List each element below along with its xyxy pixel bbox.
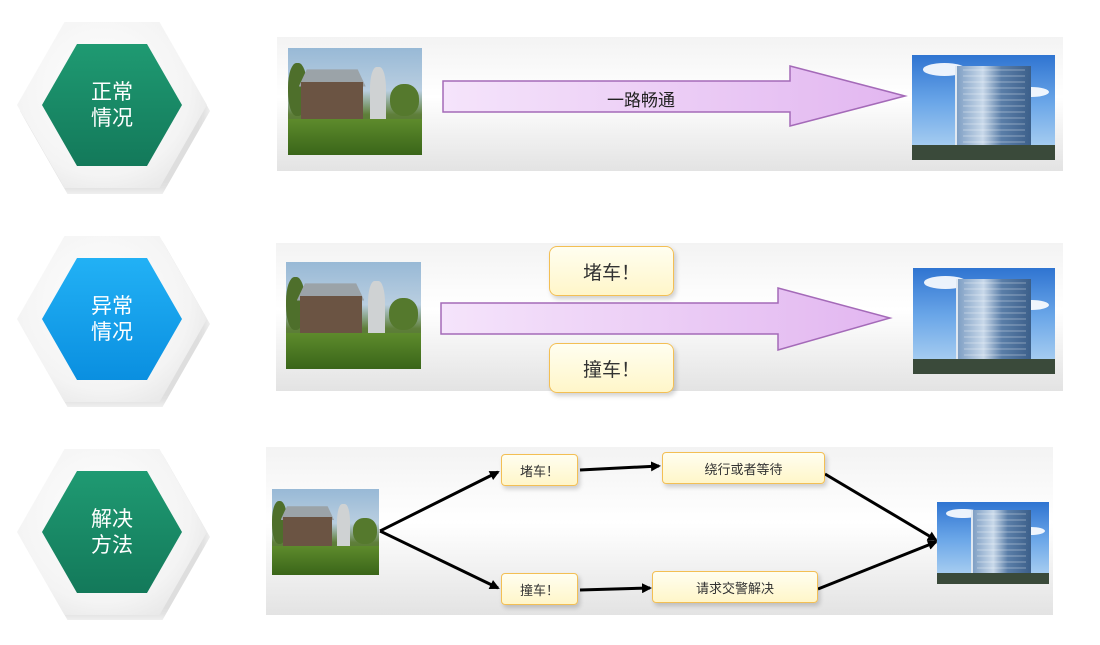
farm-photo <box>288 48 422 155</box>
badge-abnormal-line2: 情况 <box>91 320 133 344</box>
flow-node-collision: 撞车！ <box>501 573 578 605</box>
badge-normal-line2: 情况 <box>91 106 133 130</box>
note-collision-text: 撞车！ <box>582 358 640 381</box>
badge-abnormal-line1: 异常 <box>91 294 133 318</box>
flow-node-detour: 绕行或者等待 <box>662 452 825 484</box>
note-collision: 撞车！ <box>549 343 674 393</box>
badge-solution-line1: 解决 <box>91 507 133 531</box>
flow-node-collision-text: 撞车！ <box>519 583 559 599</box>
flow-arrow-abnormal <box>440 287 893 351</box>
badge-normal-line1: 正常 <box>91 80 133 104</box>
flow-node-detour-text: 绕行或者等待 <box>704 462 783 478</box>
building-photo <box>913 268 1055 374</box>
badge-abnormal: 异常 情况 <box>42 258 182 380</box>
arrow-label-normal: 一路畅通 <box>607 91 675 111</box>
flow-node-traffic-jam-text: 堵车！ <box>519 464 559 480</box>
badge-solution-line2: 方法 <box>91 533 133 557</box>
flow-node-police: 请求交警解决 <box>652 571 818 603</box>
note-traffic-jam: 堵车！ <box>549 246 674 296</box>
flow-arrow-normal <box>442 65 908 127</box>
flow-node-police-text: 请求交警解决 <box>695 581 774 597</box>
flow-line-collision-to-police <box>579 583 652 594</box>
flow-line-police-to-end <box>817 540 938 591</box>
flow-line-jam-to-detour <box>579 461 661 472</box>
flow-line-detour-to-end <box>824 472 938 542</box>
building-photo <box>912 55 1055 160</box>
flow-node-traffic-jam: 堵车！ <box>501 454 578 486</box>
farm-photo <box>272 489 379 575</box>
flow-line-to-collision <box>379 529 500 590</box>
flow-line-to-jam <box>379 470 500 533</box>
building-photo <box>937 502 1049 584</box>
note-traffic-jam-text: 堵车！ <box>582 261 640 284</box>
farm-photo <box>286 262 421 369</box>
